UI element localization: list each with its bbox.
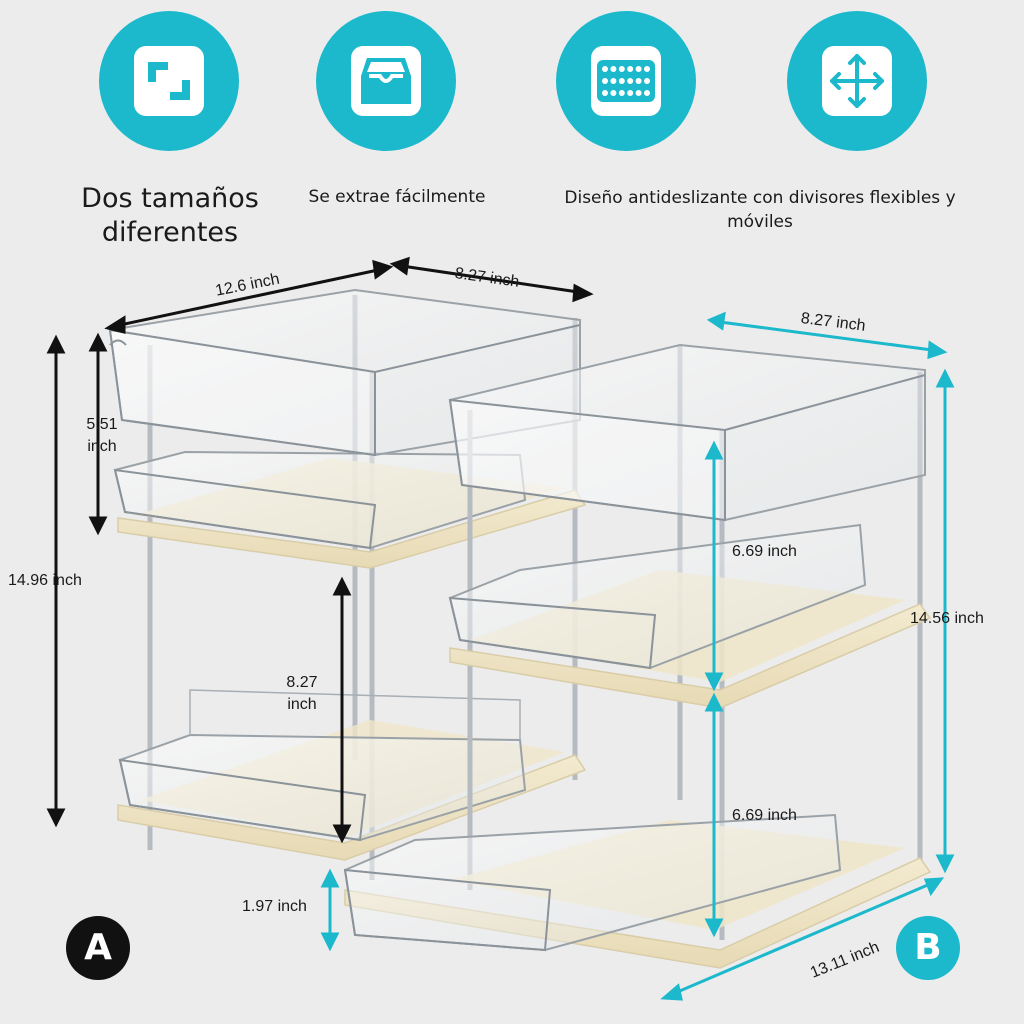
dim-a-drawer-height: 1.97 inch bbox=[242, 898, 307, 915]
pull-out-tray-icon bbox=[351, 46, 421, 116]
dim-a-total-height: 14.96 inch bbox=[8, 572, 82, 589]
feature-label-design: Diseño antideslizante con divisores flex… bbox=[528, 186, 992, 234]
dimension-arrows-a bbox=[46, 256, 594, 844]
feature-label-pull: Se extrae fácilmente bbox=[308, 187, 486, 207]
non-slip-mat-icon bbox=[591, 46, 661, 116]
dim-a-lower-gap-value: 8.27 bbox=[286, 674, 318, 691]
dim-a-lower-gap-unit: inch bbox=[287, 696, 317, 713]
dim-b-total-height: 14.56 inch bbox=[910, 610, 984, 627]
dim-b-lower-gap: 6.69 inch bbox=[732, 807, 797, 824]
feature-label-sizes-line1: Dos tamaños bbox=[81, 183, 259, 214]
feature-label-sizes-line2: diferentes bbox=[101, 217, 239, 248]
dim-a-top-height-unit: inch bbox=[87, 438, 117, 455]
resize-corners-icon bbox=[134, 46, 204, 116]
feature-pull-out bbox=[316, 11, 456, 151]
move-arrows-icon bbox=[822, 46, 892, 116]
dim-a-lower-gap: 8.27 inch bbox=[276, 672, 328, 716]
dimension-arrows-b bbox=[320, 311, 955, 1001]
dim-a-top-height: 5.51 inch bbox=[74, 414, 130, 458]
badge-a: A bbox=[66, 916, 130, 980]
dim-a-top-height-value: 5.51 bbox=[86, 416, 118, 433]
organizer-b bbox=[343, 343, 932, 969]
badge-b: B bbox=[896, 916, 960, 980]
feature-label-design-line1: Diseño antideslizante con divisores flex… bbox=[564, 188, 956, 208]
feature-non-slip bbox=[556, 11, 696, 151]
dim-b-upper-gap: 6.69 inch bbox=[732, 543, 797, 560]
feature-flexible bbox=[787, 11, 927, 151]
feature-label-sizes: Dos tamaños diferentes bbox=[50, 182, 290, 250]
feature-sizes bbox=[99, 11, 239, 151]
feature-label-design-line2: móviles bbox=[727, 212, 793, 232]
